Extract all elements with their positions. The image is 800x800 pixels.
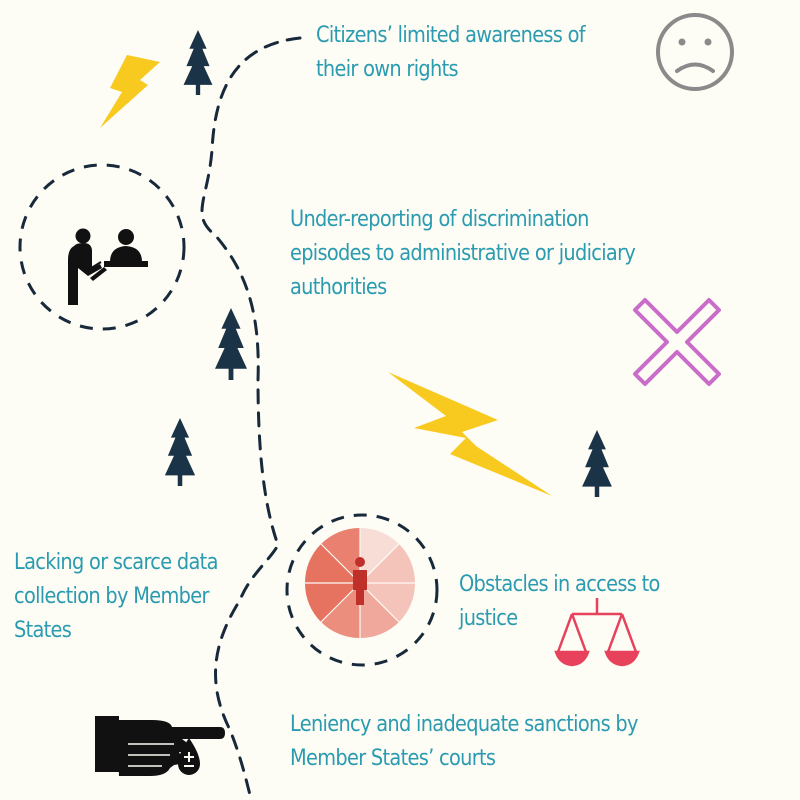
label-under-reporting: Under-reporting of discrimination episod… xyxy=(290,202,636,304)
person-pie-icon xyxy=(304,527,416,639)
sad-face-icon xyxy=(656,13,734,91)
label-line: Leniency and inadequate sanctions by xyxy=(290,711,638,737)
tree-icon xyxy=(164,418,196,486)
dashed-circle-top xyxy=(18,163,186,331)
label-line: episodes to administrative or judiciary xyxy=(290,240,636,266)
label-leniency-sanctions: Leniency and inadequate sanctions by Mem… xyxy=(290,707,638,775)
lightning-icon xyxy=(388,372,552,496)
lightning-icon xyxy=(100,55,160,128)
cross-icon xyxy=(633,298,721,386)
label-data-collection: Lacking or scarce data collection by Mem… xyxy=(14,545,218,647)
pointing-hand-icon xyxy=(95,716,225,776)
label-line: justice xyxy=(459,605,518,631)
label-line: collection by Member xyxy=(14,583,209,609)
label-line: authorities xyxy=(290,274,387,300)
label-line: States xyxy=(14,617,72,643)
label-citizens-awareness: Citizens’ limited awareness of their own… xyxy=(316,18,586,86)
label-line: their own rights xyxy=(316,56,459,82)
label-line: Citizens’ limited awareness of xyxy=(316,22,586,48)
label-line: Member States’ courts xyxy=(290,745,496,771)
label-access-to-justice: Obstacles in access to justice xyxy=(459,567,660,635)
tree-icon xyxy=(582,430,612,497)
scales-of-justice-icon xyxy=(554,598,640,667)
tree-icon xyxy=(215,308,247,380)
label-line: Lacking or scarce data xyxy=(14,549,218,575)
tree-icon xyxy=(183,30,213,95)
label-line: Under-reporting of discrimination xyxy=(290,206,589,232)
dashed-circle-bottom xyxy=(285,513,439,667)
dashed-route-path xyxy=(200,36,302,797)
people-at-desk-icon xyxy=(68,228,148,305)
label-line: Obstacles in access to xyxy=(459,571,660,597)
